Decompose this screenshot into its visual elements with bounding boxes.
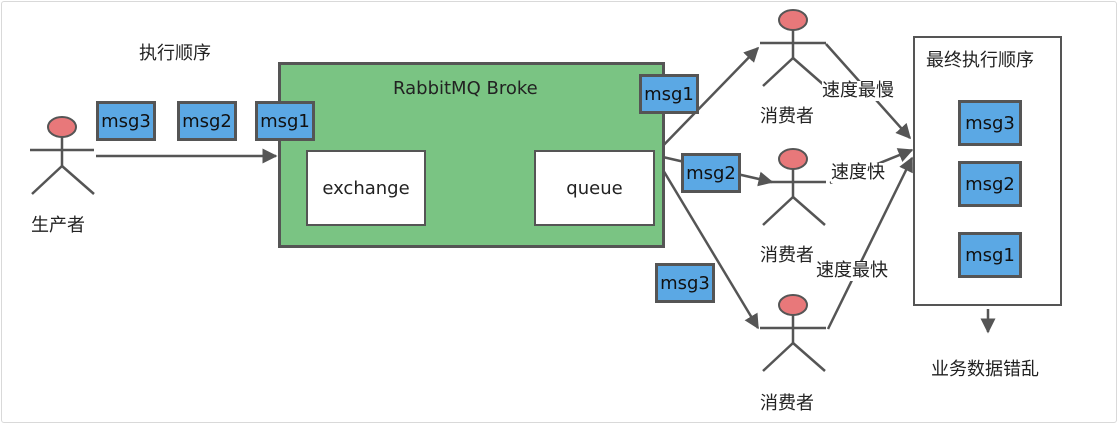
final-order-box: 最终执行顺序 msg3 msg2 msg1 [913,36,1062,306]
consumer-3-speed: 速度最快 [816,260,888,281]
consumer-1-label: 消费者 [760,106,814,127]
consumer-2-speed: 速度快 [831,162,885,183]
exchange-box: exchange [306,150,426,226]
final-msg-1: msg3 [958,100,1022,146]
producer-figure [30,116,95,195]
routed-msg-3: msg3 [655,263,715,303]
final-msg-3: msg1 [958,232,1022,278]
consumer-figure-1 [760,9,826,87]
consumer-2-label: 消费者 [760,245,814,266]
producer-label: 生产者 [31,215,85,236]
routed-msg-2: msg2 [681,153,741,193]
result-label: 业务数据错乱 [931,359,1039,380]
order-title: 执行顺序 [139,43,211,64]
consumer-3-label: 消费者 [760,393,814,414]
consumer-figure-3 [760,294,826,372]
routed-msg-1: msg1 [639,74,699,114]
broker-title: RabbitMQ Broke [393,78,538,99]
final-msg-2: msg2 [958,161,1022,207]
arrow-consumer-3-to-final [826,156,914,330]
pending-msg-3: msg1 [255,101,315,141]
consumer-1-speed: 速度最慢 [822,80,894,101]
rabbitmq-broker: RabbitMQ Broke exchange queue [278,62,665,248]
pending-msg-2: msg2 [177,101,237,141]
arrow-queue-to-consumer-3 [652,154,760,330]
final-order-title: 最终执行顺序 [926,50,1034,71]
consumer-figure-2 [760,148,826,226]
queue-box: queue [534,150,655,226]
pending-msg-1: msg3 [96,101,156,141]
arrow-queue-to-consumer-1 [653,46,760,156]
